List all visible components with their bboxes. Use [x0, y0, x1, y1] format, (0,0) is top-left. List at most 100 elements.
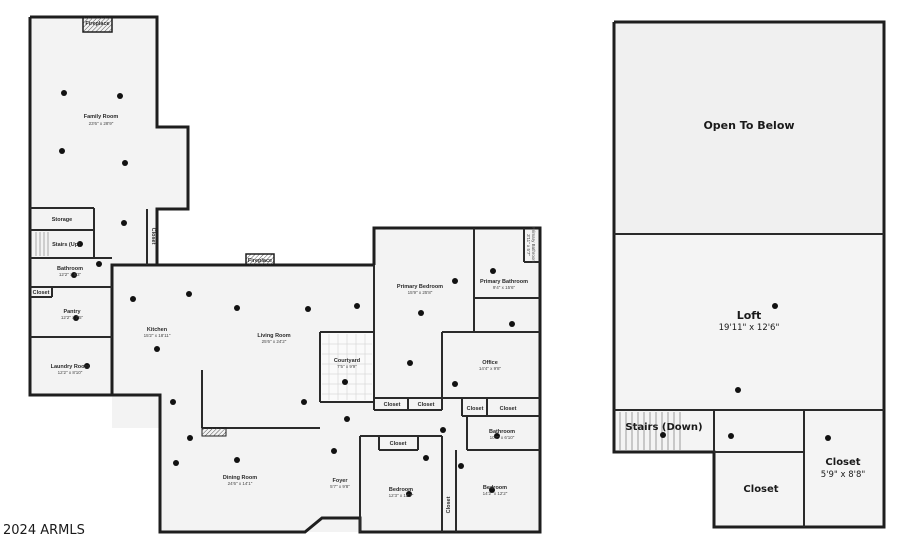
photo-marker: [407, 360, 413, 366]
photo-marker: [301, 399, 307, 405]
primary-bathroom-name: Primary Bathroom: [480, 279, 528, 285]
photo-marker: [173, 460, 179, 466]
photo-marker: [660, 432, 666, 438]
photo-marker: [187, 435, 193, 441]
fireplace-top-symbol: [82, 16, 113, 33]
closet-c4-label: Closet: [500, 406, 517, 412]
photo-marker: [122, 160, 128, 166]
courtyard-dim: 7'5" x 9'9": [337, 364, 357, 369]
primary-bathroom-dim: 9'4" x 15'6": [493, 285, 516, 290]
primary-bedroom-dim: 15'9" x 25'8": [408, 290, 433, 295]
hearth-symbol: [201, 427, 227, 437]
bathroom-right-name: Bathroom: [489, 429, 515, 435]
bathroom-right-dim: 10'7" x 6'10": [490, 435, 515, 440]
photo-marker: [77, 241, 83, 247]
kitchen-dim: 15'2" x 18'11": [144, 333, 171, 338]
dining-dim: 24'6" x 14'1": [228, 481, 253, 486]
photo-marker: [406, 491, 412, 497]
courtyard-name: Courtyard: [334, 358, 360, 364]
bedroom1-dim: 12'3" x 12'7": [389, 493, 414, 498]
primary-bedroom-name: Primary Bedroom: [397, 284, 443, 290]
living-room-dim: 25'6" x 24'2": [262, 339, 287, 344]
photo-marker: [452, 381, 458, 387]
photo-marker: [490, 268, 496, 274]
loft-closet-large-dim: 5'9" x 8'8": [821, 470, 866, 480]
foyer-name: Foyer: [333, 478, 349, 484]
photo-markers: [59, 90, 515, 497]
photo-marker: [73, 315, 79, 321]
photo-marker: [59, 148, 65, 154]
closet-c3-label: Closet: [467, 406, 484, 412]
photo-marker: [117, 93, 123, 99]
stairs-up-label: Stairs (Up): [52, 242, 80, 248]
stairs-up-graphic: [35, 232, 49, 256]
closet-left-label: Closet: [33, 290, 50, 296]
dining-name: Dining Room: [223, 475, 257, 481]
photo-marker: [234, 457, 240, 463]
photo-marker: [423, 455, 429, 461]
photo-marker: [61, 90, 67, 96]
living-room-name: Living Room: [257, 333, 290, 339]
closet-bed2-label: Closet: [446, 496, 452, 513]
photo-marker: [234, 305, 240, 311]
photo-marker: [728, 433, 734, 439]
photo-marker: [772, 303, 778, 309]
primary-toilet-dim: 3'11" x 5'7": [526, 234, 531, 256]
family-room-name: Family Room: [84, 114, 119, 120]
courtyard-tile: [322, 334, 372, 400]
fireplace-living-label: Fireplace: [248, 258, 272, 264]
bedroom2-name: Bedroom: [483, 485, 507, 491]
photo-marker: [735, 387, 741, 393]
main-level: Fireplace Family Room 23'6" x 28'9" Stor…: [28, 15, 542, 534]
loft-name: Loft: [737, 309, 762, 322]
storage-label: Storage: [52, 217, 72, 223]
bedroom2-dim: 14'2" x 12'2": [483, 491, 508, 496]
photo-marker: [825, 435, 831, 441]
photo-marker: [96, 261, 102, 267]
loft-dim: 19'11" x 12'6": [719, 323, 780, 333]
stairs-down-label: Stairs (Down): [625, 422, 702, 433]
photo-marker: [418, 310, 424, 316]
office-name: Office: [482, 360, 498, 366]
primary-toilet-name: Primary Bathroom: [531, 227, 536, 264]
family-room-dim: 23'6" x 28'9": [89, 121, 114, 126]
fireplace-living-symbol: [245, 253, 275, 266]
photo-marker: [509, 321, 515, 327]
foyer-dim: 5'7" x 9'8": [330, 484, 350, 489]
photo-marker: [84, 363, 90, 369]
laundry-dim: 12'2" x 8'10": [58, 370, 83, 375]
photo-marker: [354, 303, 360, 309]
pantry-dim: 12'2" x 7'5": [61, 315, 84, 320]
fireplace-top-label: Fireplace: [85, 21, 109, 27]
photo-marker: [170, 399, 176, 405]
kitchen-name: Kitchen: [147, 327, 168, 333]
photo-marker: [494, 433, 500, 439]
loft-photo-markers: [660, 303, 831, 441]
bathroom-left-dim: 12'2" x 6'3": [59, 272, 82, 277]
photo-marker: [186, 291, 192, 297]
watermark: 2024 ARMLS: [3, 523, 85, 538]
closet-bed1-label: Closet: [390, 441, 407, 447]
closet-c2-label: Closet: [418, 402, 435, 408]
photo-marker: [440, 427, 446, 433]
photo-marker: [452, 278, 458, 284]
closet-c1-label: Closet: [384, 402, 401, 408]
open-to-below-label: Open To Below: [703, 119, 794, 132]
photo-marker: [154, 346, 160, 352]
bathroom-left-name: Bathroom: [57, 266, 83, 272]
photo-marker: [458, 463, 464, 469]
stairs-down-graphic: [619, 412, 681, 450]
loft-closet-small-label: Closet: [743, 484, 778, 495]
loft-closet-large-name: Closet: [825, 457, 860, 468]
photo-marker: [121, 220, 127, 226]
photo-marker: [331, 448, 337, 454]
bedroom1-name: Bedroom: [389, 487, 413, 493]
photo-marker: [130, 296, 136, 302]
office-dim: 14'4" x 9'8": [479, 366, 502, 371]
loft-level: Open To Below Loft 19'11" x 12'6" Stairs…: [612, 20, 886, 529]
photo-marker: [342, 379, 348, 385]
photo-marker: [489, 487, 495, 493]
photo-marker: [305, 306, 311, 312]
closet-family-label: Closet: [150, 228, 156, 245]
